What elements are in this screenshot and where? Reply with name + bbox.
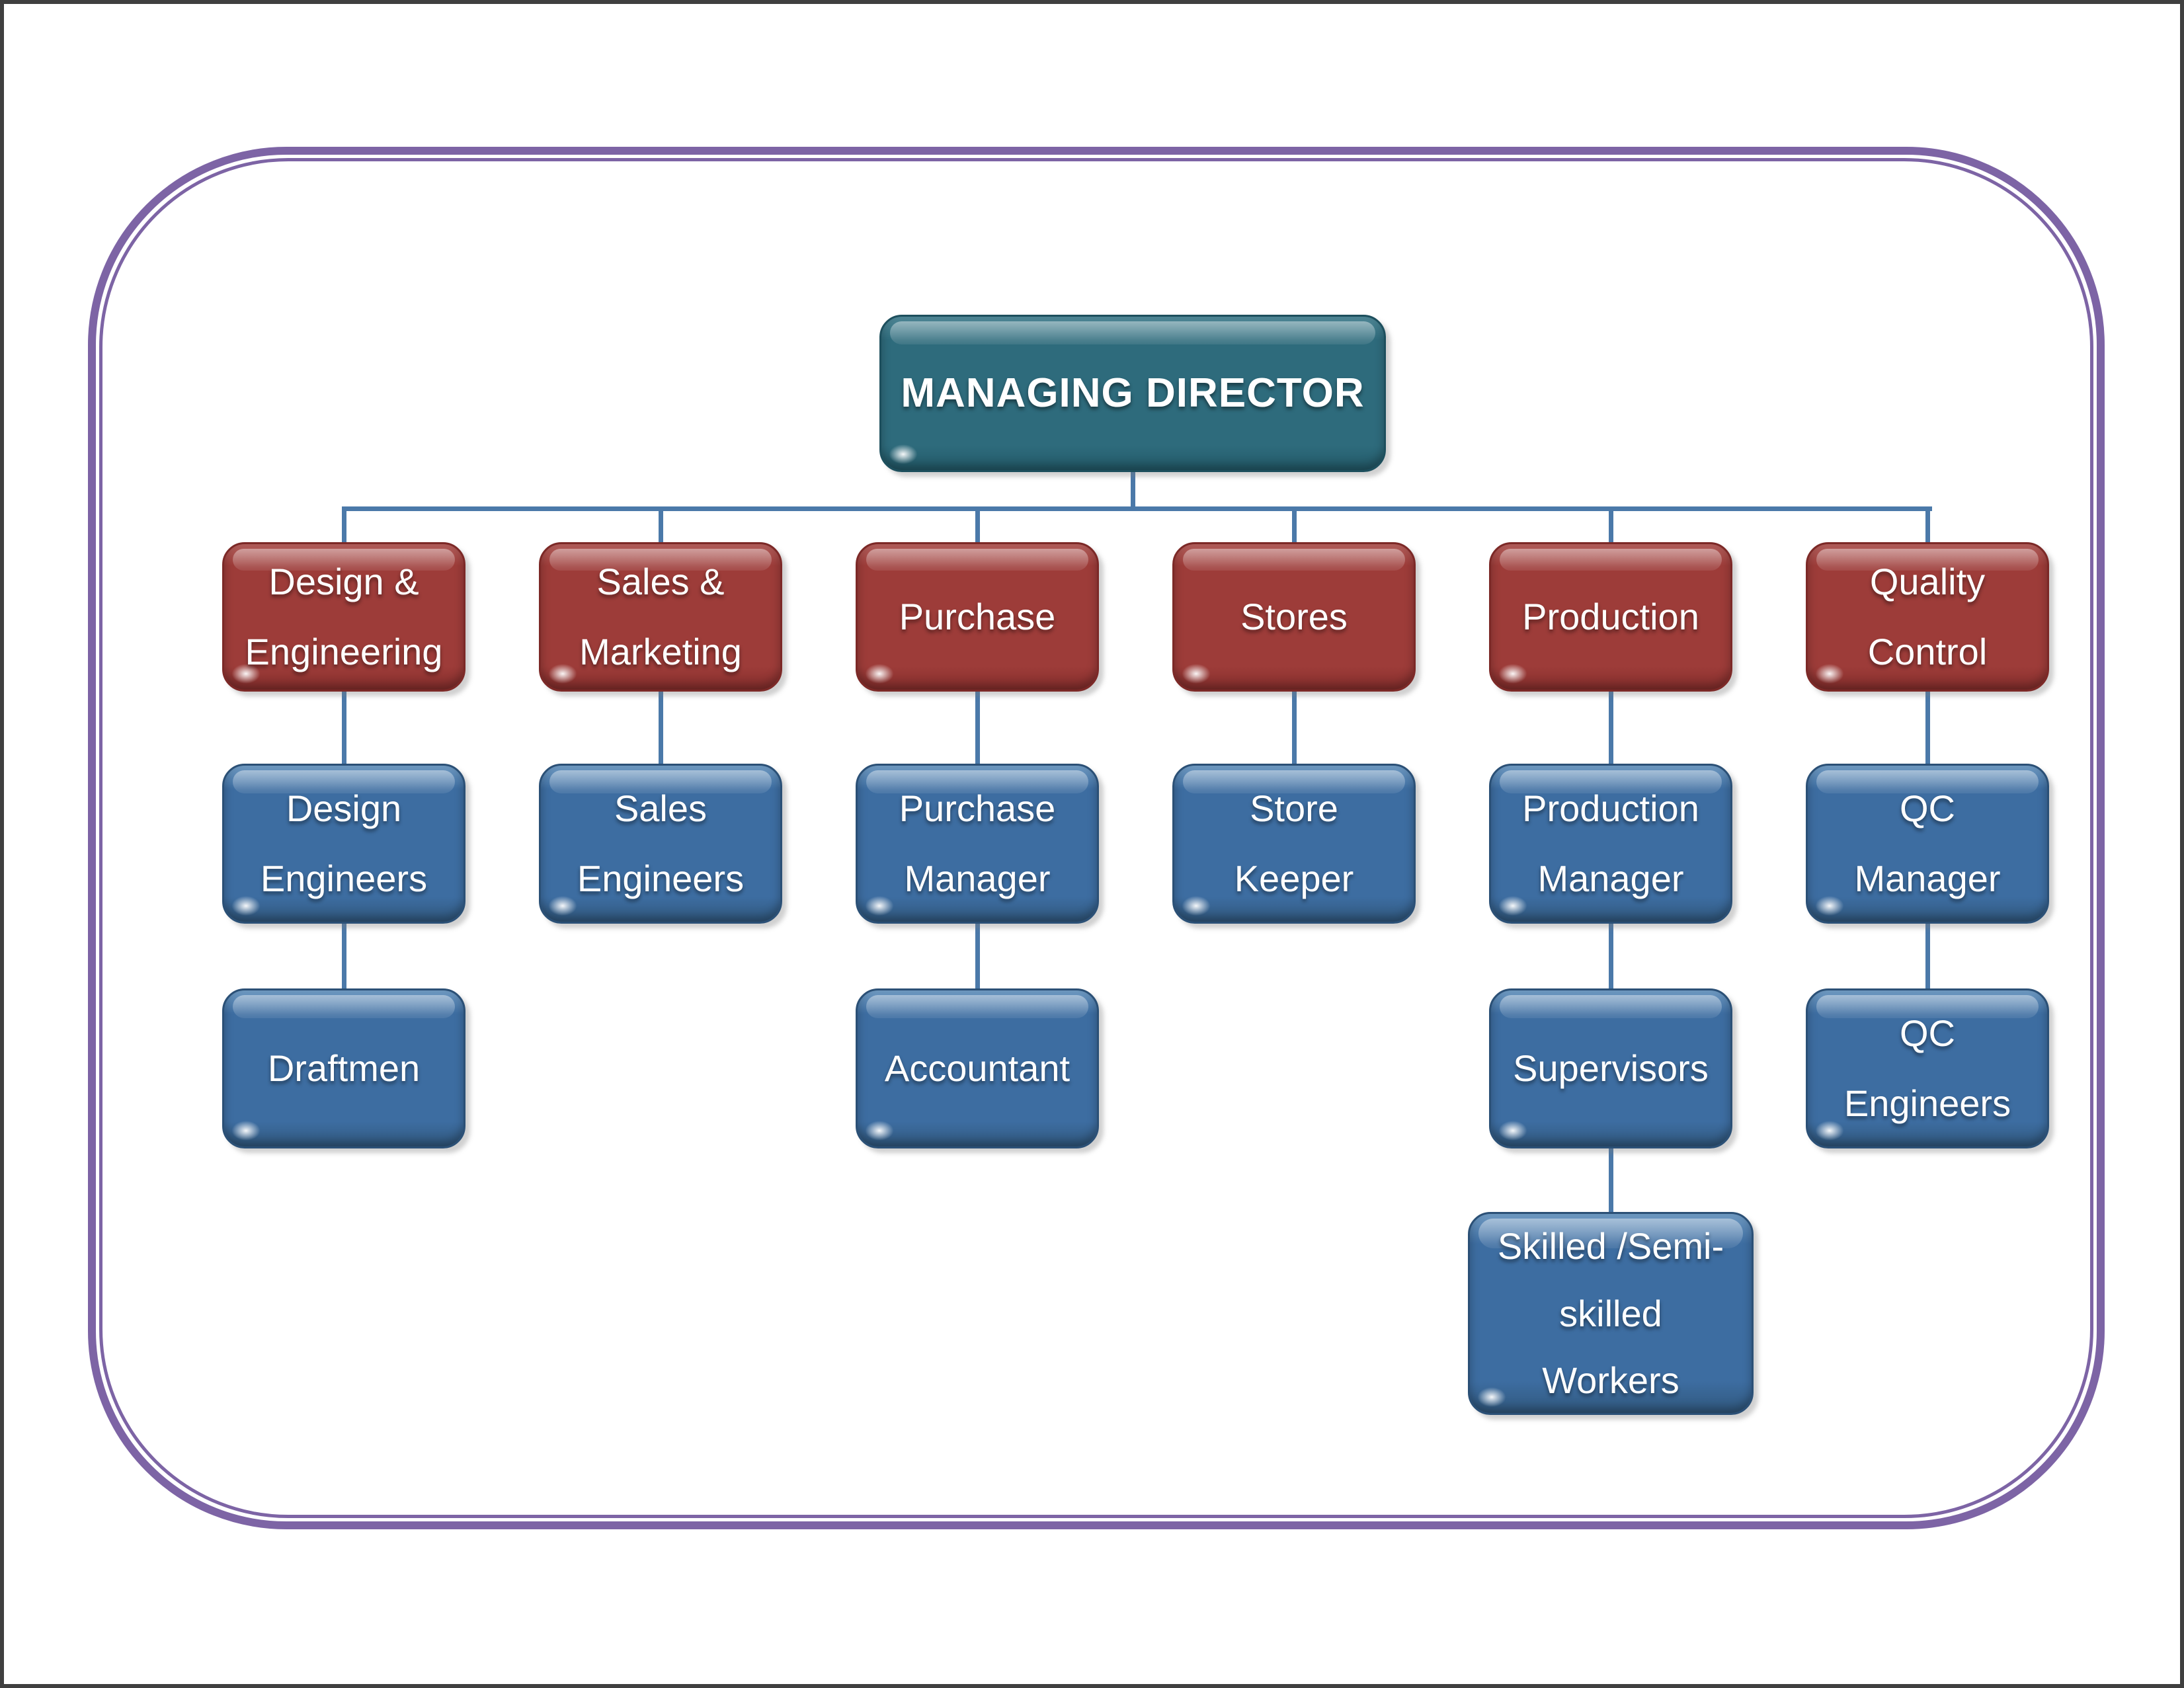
connector-design-engineers-to-draftmen [342, 924, 346, 989]
dept-box-stores: Stores [1172, 542, 1416, 692]
role-label-qc-manager: QC Manager [1854, 787, 2001, 899]
role-label-supervisors: Supervisors [1513, 1047, 1709, 1089]
decorative-border-outer [88, 147, 2105, 1529]
connector-drop-sales-marketing [659, 510, 663, 542]
connector-production-to-production-manager [1609, 692, 1613, 764]
connector-purchase-to-purchase-manager [975, 692, 980, 764]
connector-root-stub [1131, 471, 1135, 508]
role-label-purchase-manager: Purchase Manager [899, 787, 1056, 899]
role-label-sales-engineers: Sales Engineers [577, 787, 745, 899]
role-label-qc-engineers: QC Engineers [1843, 1012, 2011, 1124]
dept-box-production: Production [1489, 542, 1732, 692]
role-box-sales-engineers: Sales Engineers [539, 764, 782, 924]
role-label-production-manager: Production Manager [1522, 787, 1699, 899]
role-box-qc-engineers: QC Engineers [1806, 988, 2049, 1148]
connector-design-engineering-to-design-engineers [342, 692, 346, 764]
connector-drop-quality-control [1925, 510, 1930, 542]
dept-label-design-engineering: Design & Engineering [245, 560, 443, 672]
connector-purchase-manager-to-accountant [975, 924, 980, 989]
managing-director-label: MANAGING DIRECTOR [901, 370, 1365, 417]
role-box-design-engineers: Design Engineers [222, 764, 465, 924]
dept-box-purchase: Purchase [856, 542, 1099, 692]
decorative-border-inner [99, 158, 2093, 1518]
dept-box-design-engineering: Design & Engineering [222, 542, 465, 692]
role-box-supervisors: Supervisors [1489, 988, 1732, 1148]
role-box-draftmen: Draftmen [222, 988, 465, 1148]
dept-label-quality-control: Quality Control [1867, 560, 1988, 672]
connector-qc-manager-to-qc-engineers [1925, 924, 1930, 989]
role-label-design-engineers: Design Engineers [260, 787, 428, 899]
role-box-production-manager: Production Manager [1489, 764, 1732, 924]
dept-label-sales-marketing: Sales & Marketing [579, 560, 742, 672]
dept-box-sales-marketing: Sales & Marketing [539, 542, 782, 692]
role-box-store-keeper: Store Keeper [1172, 764, 1416, 924]
role-box-accountant: Accountant [856, 988, 1099, 1148]
dept-label-stores: Stores [1240, 595, 1348, 637]
connector-sales-marketing-to-sales-engineers [659, 692, 663, 764]
connector-bus [342, 506, 1932, 511]
connector-quality-control-to-qc-manager [1925, 692, 1930, 764]
connector-production-manager-to-supervisors [1609, 924, 1613, 989]
connector-drop-design-engineering [342, 510, 346, 542]
connector-stores-to-store-keeper [1292, 692, 1297, 764]
role-label-store-keeper: Store Keeper [1234, 787, 1354, 899]
connector-supervisors-to-workers [1609, 1148, 1613, 1213]
connector-drop-production [1609, 510, 1613, 542]
role-label-skilled-semi-skilled-workers: Skilled /Semi- skilled Workers [1497, 1225, 1724, 1402]
managing-director-box: MANAGING DIRECTOR [879, 315, 1386, 472]
role-label-draftmen: Draftmen [267, 1047, 421, 1089]
role-box-skilled-semi-skilled-workers: Skilled /Semi- skilled Workers [1468, 1212, 1754, 1415]
dept-label-purchase: Purchase [899, 595, 1056, 637]
role-label-accountant: Accountant [884, 1047, 1071, 1089]
dept-label-production: Production [1522, 595, 1699, 637]
connector-drop-purchase [975, 510, 980, 542]
role-box-qc-manager: QC Manager [1806, 764, 2049, 924]
connector-drop-stores [1292, 510, 1297, 542]
role-box-purchase-manager: Purchase Manager [856, 764, 1099, 924]
dept-box-quality-control: Quality Control [1806, 542, 2049, 692]
